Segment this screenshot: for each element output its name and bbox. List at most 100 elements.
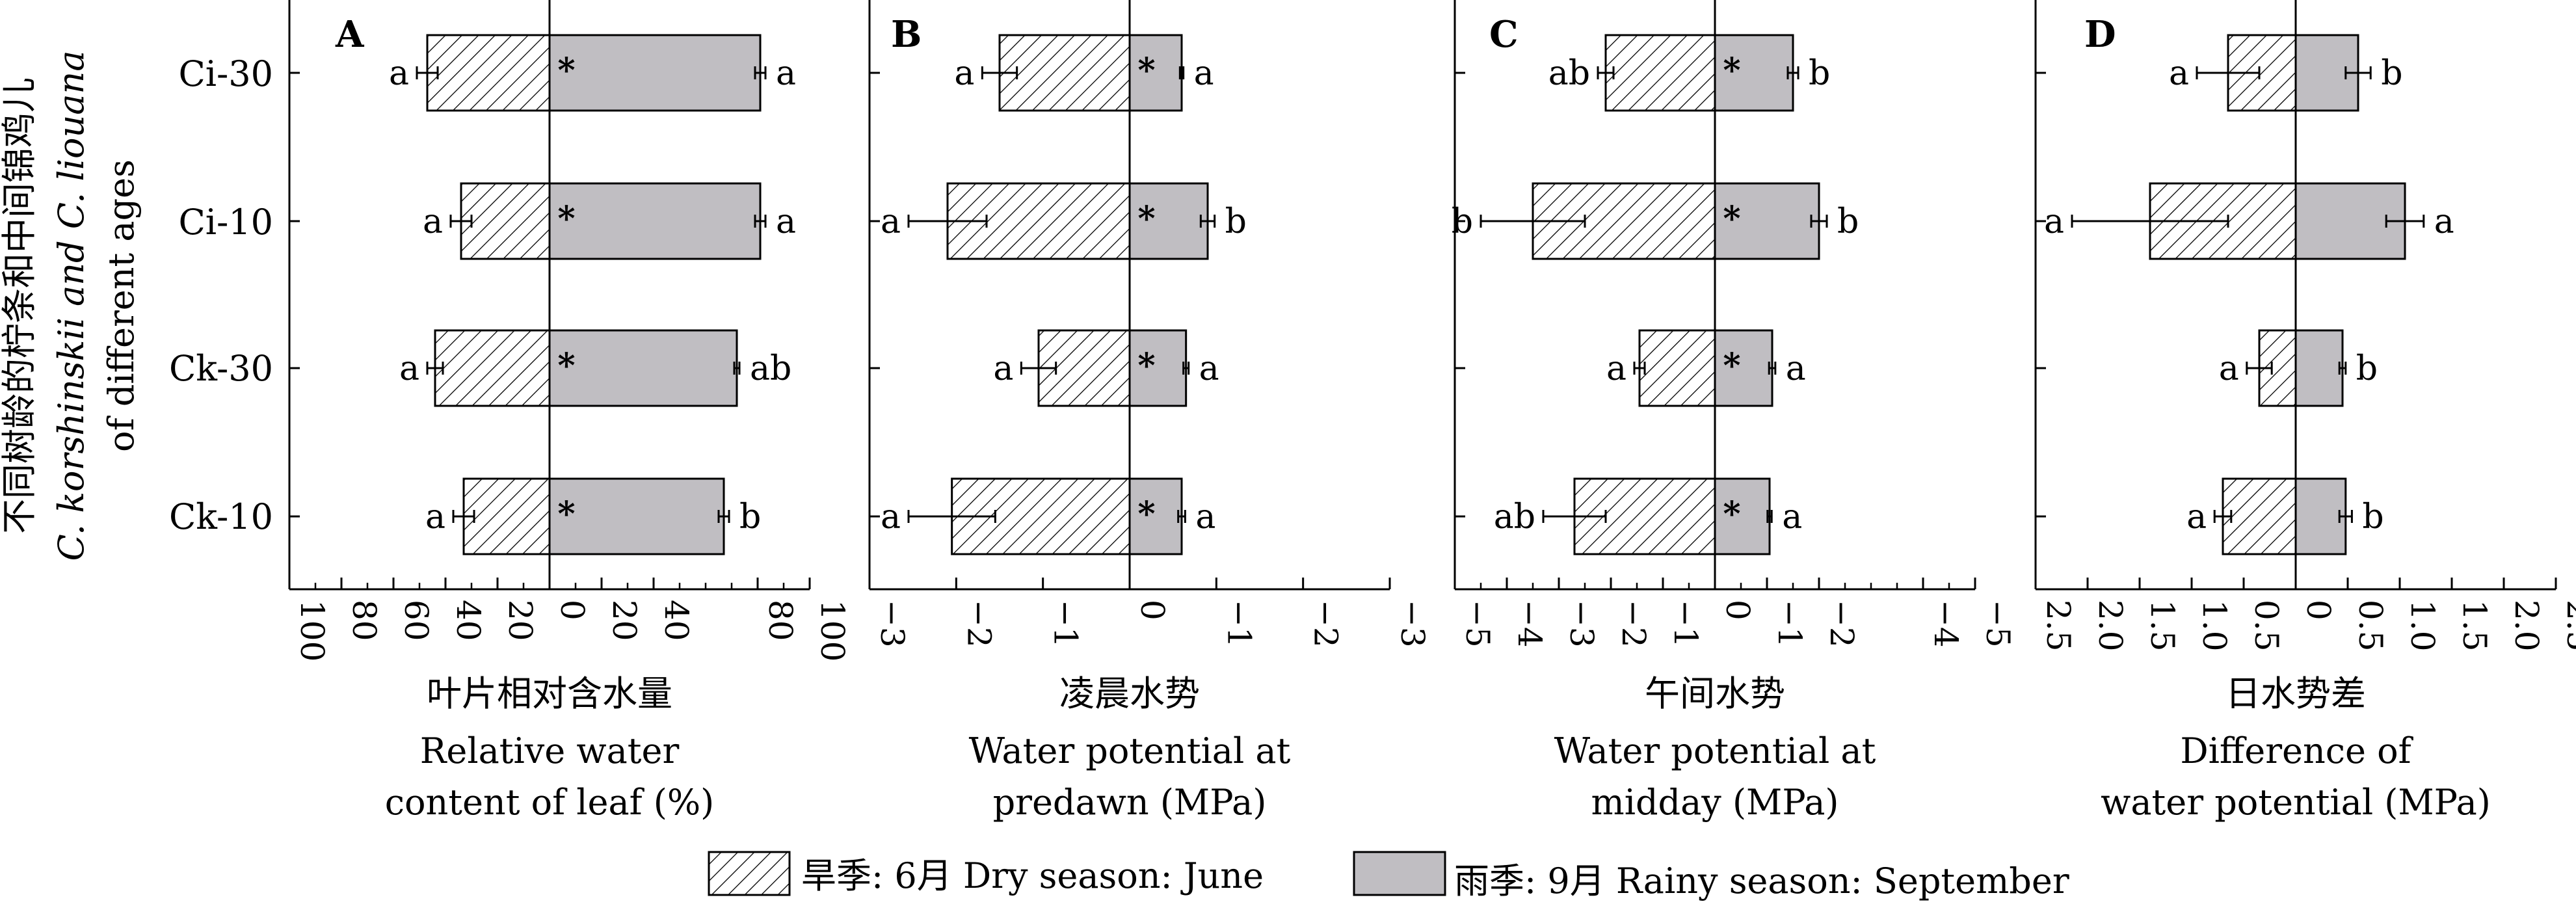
x-tick-label: 0.5: [2248, 600, 2285, 652]
bar-rainy: [2294, 477, 2347, 555]
bar-dry: [1604, 34, 1716, 112]
significance-letter-dry: b: [1452, 202, 1473, 241]
bar-rainy: [1714, 329, 1773, 407]
x-tick-label: −5: [1979, 600, 2017, 648]
x-tick-label: 60: [397, 600, 435, 641]
legend-label-rainy: 雨季: 9月 Rainy season: September: [1454, 860, 2069, 901]
bar-rainy: [548, 477, 725, 555]
bar-rainy: [548, 34, 762, 112]
x-tick-label: −3: [1394, 600, 1431, 648]
significance-letter-rainy: b: [1809, 54, 1830, 93]
panel-letter: A: [335, 13, 365, 56]
significance-letter-rainy: ab: [750, 349, 791, 388]
x-tick-label: −4: [1927, 600, 1965, 648]
panel-c: C 午间水势 Water potential at midday (MPa) −…: [1452, 0, 2017, 823]
significance-letter-rainy: a: [1194, 54, 1214, 93]
x-tick-label: 2.5: [2560, 600, 2576, 652]
significance-letter-rainy: a: [1786, 349, 1806, 388]
significance-letter-rainy: a: [776, 54, 796, 93]
significance-letter-rainy: b: [1837, 202, 1859, 241]
x-tick-label: 2.0: [2508, 600, 2545, 652]
x-tick-label: −2: [1823, 600, 1861, 648]
significance-letter-dry: a: [881, 202, 901, 241]
bar-dry: [462, 477, 551, 555]
significance-letter-dry: ab: [1548, 54, 1590, 93]
x-tick-label: 1.5: [2456, 600, 2493, 652]
x-tick-label: −1: [1047, 600, 1085, 648]
y-axis-title-line-1: 不同树龄的柠条和中间锦鸡儿: [0, 77, 40, 534]
significance-letter-dry: a: [993, 349, 1013, 388]
significance-letter-rainy: a: [1782, 498, 1802, 537]
panel-letter: D: [2084, 13, 2116, 56]
significance-asterisk: *: [557, 199, 575, 239]
significance-asterisk: *: [1137, 346, 1155, 386]
category-label: Ci-10: [178, 202, 273, 243]
x-tick-label: 1.5: [2144, 600, 2181, 652]
x-axis-title-line-3: midday (MPa): [1591, 782, 1839, 823]
significance-letter-dry: a: [954, 54, 974, 93]
x-tick-label: 20: [605, 600, 643, 641]
x-tick-label: −1: [1667, 600, 1705, 648]
significance-letter-dry: a: [2169, 54, 2189, 93]
significance-asterisk: *: [1723, 346, 1740, 386]
x-axis-title-line-2: Difference of: [2180, 730, 2413, 771]
y-axis-title: 不同树龄的柠条和中间锦鸡儿 C. korshinskii and C. liou…: [0, 51, 142, 561]
bar-dry: [434, 329, 551, 407]
bar-rainy: [1714, 182, 1820, 260]
panel-d: D 日水势差 Difference of water potential (MP…: [2034, 0, 2576, 823]
significance-letter-dry: a: [425, 498, 445, 537]
x-tick-label: 0.5: [2352, 600, 2389, 652]
x-tick-label: 80: [762, 600, 799, 641]
category-label: Ck-30: [169, 348, 273, 389]
bar-dry: [460, 182, 551, 260]
legend-swatch-rainy: [1353, 851, 1446, 896]
bar-dry: [998, 34, 1131, 112]
x-tick-label: −3: [1563, 600, 1600, 648]
significance-letter-rainy: b: [2356, 349, 2378, 388]
x-tick-label: −2: [960, 600, 998, 648]
significance-letter-dry: a: [423, 202, 443, 241]
x-axis-title-line-2: Water potential at: [969, 730, 1291, 771]
bar-rainy: [1714, 34, 1794, 112]
x-axis-title-line-3: water potential (MPa): [2101, 782, 2491, 823]
significance-letter-rainy: a: [1199, 349, 1219, 388]
x-tick-label: −5: [1459, 600, 1496, 648]
significance-letter-rainy: b: [2381, 54, 2402, 93]
bar-rainy: [1714, 477, 1771, 555]
significance-letter-rainy: a: [1195, 498, 1215, 537]
significance-letter-dry: a: [2186, 498, 2207, 537]
panel-a: A 叶片相对含水量 Relative water content of leaf…: [288, 0, 851, 823]
significance-letter-dry: a: [2044, 202, 2064, 241]
significance-letter-dry: a: [399, 349, 419, 388]
x-axis-title-line-1: 叶片相对含水量: [427, 673, 672, 714]
panel-b: B 凌晨水势 Water potential at predawn (MPa) …: [868, 0, 1431, 823]
significance-asterisk: *: [1723, 51, 1740, 90]
significance-letter-dry: a: [389, 54, 409, 93]
x-tick-label: 0: [553, 600, 591, 620]
significance-letter-dry: ab: [1494, 498, 1535, 537]
bar-rainy: [1128, 34, 1183, 112]
significance-asterisk: *: [1723, 199, 1740, 239]
x-tick-label: 1.0: [2196, 600, 2233, 652]
x-tick-label: 100: [814, 600, 851, 661]
significance-letter-dry: a: [2219, 349, 2239, 388]
y-axis-title-line-3: of different ages: [101, 159, 142, 452]
panel-letter: C: [1489, 13, 1519, 56]
significance-asterisk: *: [557, 51, 575, 90]
significance-letter-rainy: b: [739, 498, 761, 537]
category-label: Ci-30: [178, 53, 273, 94]
category-label: Ck-10: [169, 496, 273, 537]
bar-rainy: [1128, 329, 1188, 407]
x-tick-label: 0: [1134, 600, 1171, 620]
x-tick-label: −1: [1220, 600, 1258, 648]
x-tick-label: 0: [2300, 600, 2337, 620]
x-axis-title-line-1: 日水势差: [2225, 673, 2366, 714]
panel-letter: B: [891, 13, 922, 56]
bar-dry: [1638, 329, 1716, 407]
significance-letter-rainy: a: [776, 202, 796, 241]
x-tick-label: 0: [1719, 600, 1757, 620]
bar-rainy: [548, 182, 762, 260]
x-tick-label: −3: [873, 600, 911, 648]
x-axis-title-line-1: 凌晨水势: [1059, 673, 1200, 714]
legend: 旱季: 6月 Dry season: June 雨季: 9月 Rainy sea…: [708, 851, 2069, 901]
